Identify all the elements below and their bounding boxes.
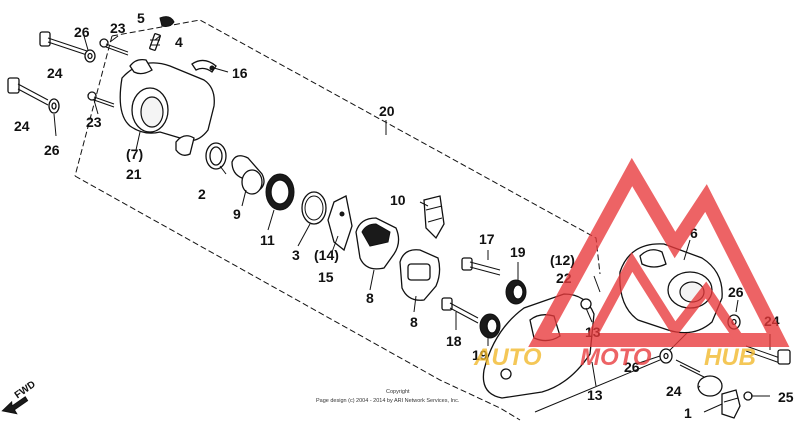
copyright-line-1: Copyright (386, 389, 410, 395)
washer-26-lower[interactable] (48, 98, 60, 114)
watermark-text-moto: MOTO (580, 344, 652, 371)
callout-26-lower[interactable]: 26 (44, 142, 60, 158)
callout-26-right-upper[interactable]: 26 (728, 284, 744, 300)
pin-boot-19-upper[interactable] (505, 279, 527, 305)
callout-8-right[interactable]: 8 (410, 314, 418, 330)
piston-9[interactable] (231, 155, 265, 195)
callout-17[interactable]: 17 (479, 231, 495, 247)
bolt-24-lower[interactable] (7, 77, 49, 106)
callout-7[interactable]: (7) (126, 146, 143, 162)
pin-boot-16[interactable] (191, 59, 217, 73)
callout-18[interactable]: 18 (446, 333, 462, 349)
callout-24-right-lower[interactable]: 24 (666, 383, 682, 399)
callout-10[interactable]: 10 (390, 192, 406, 208)
leader-lines (53, 35, 771, 413)
copyright-notice: Copyright Page design (c) 2004 - 2014 by… (316, 389, 460, 404)
piston-seal-2[interactable] (205, 142, 227, 170)
bolt-24-upper[interactable] (39, 31, 91, 57)
hose-clamp-1[interactable] (721, 389, 741, 419)
callout-2[interactable]: 2 (198, 186, 206, 202)
callout-11[interactable]: 11 (260, 232, 275, 248)
callout-20[interactable]: 20 (379, 103, 395, 119)
watermark-text-hub: HUB (704, 344, 756, 371)
slide-pin-18[interactable] (441, 297, 479, 324)
callout-16[interactable]: 16 (232, 65, 248, 81)
callout-24-upper[interactable]: 24 (47, 65, 63, 81)
callout-26-upper[interactable]: 26 (74, 24, 90, 40)
callout-6[interactable]: 6 (690, 225, 698, 241)
callout-13-lower[interactable]: 13 (587, 387, 603, 403)
slide-pin-17[interactable] (461, 257, 501, 276)
pad-clip-10[interactable] (423, 195, 445, 240)
callout-12[interactable]: (12) (550, 252, 575, 268)
bleeder-valve-4[interactable] (149, 33, 161, 51)
callout-8-left[interactable]: 8 (366, 290, 374, 306)
callout-4[interactable]: 4 (175, 34, 183, 50)
bleeder-cap-5[interactable] (159, 16, 175, 27)
callout-26-right-lower[interactable]: 26 (624, 359, 640, 375)
bolt-24-right-lower[interactable] (675, 359, 723, 397)
callout-19-lower[interactable]: 19 (472, 347, 488, 363)
pin-boot-19-lower[interactable] (479, 313, 501, 339)
callout-9[interactable]: 9 (233, 206, 241, 222)
callout-24-lower[interactable]: 24 (14, 118, 30, 134)
pin-bolt-23-upper[interactable] (99, 38, 129, 56)
brake-pad-8-right[interactable] (399, 249, 441, 301)
pad-spring-14[interactable] (327, 195, 353, 252)
callout-15[interactable]: 15 (318, 269, 334, 285)
forward-direction-indicator: FWD (1, 379, 38, 415)
automotohub-watermark: AUTO MOTO HUB (473, 157, 790, 371)
dust-seal-11[interactable] (265, 173, 295, 211)
caliper-body-21[interactable] (119, 58, 215, 156)
screw-25[interactable] (743, 391, 770, 401)
callout-14[interactable]: (14) (314, 247, 339, 263)
callout-3[interactable]: 3 (292, 247, 300, 263)
callout-1[interactable]: 1 (684, 405, 692, 421)
callout-19-upper[interactable]: 19 (510, 244, 526, 260)
callout-25[interactable]: 25 (778, 389, 794, 405)
callout-labels: 5 4 16 20 23 26 24 23 24 26 (7) 21 2 9 1… (14, 10, 794, 421)
copyright-line-2: Page design (c) 2004 - 2014 by ARI Netwo… (316, 398, 460, 404)
washer-26-upper[interactable] (84, 49, 96, 63)
washer-26-right-lower[interactable] (659, 348, 673, 364)
brake-pad-8-left[interactable] (355, 217, 400, 270)
callout-23-lower[interactable]: 23 (86, 114, 102, 130)
callout-5[interactable]: 5 (137, 10, 145, 26)
pin-bolt-23-lower[interactable] (87, 91, 115, 108)
callout-21[interactable]: 21 (126, 166, 142, 182)
o-ring-3[interactable] (301, 191, 327, 225)
callout-23-upper[interactable]: 23 (110, 20, 126, 36)
watermark-text-auto: AUTO (473, 344, 542, 371)
bolt-24-right-upper[interactable] (745, 345, 791, 365)
